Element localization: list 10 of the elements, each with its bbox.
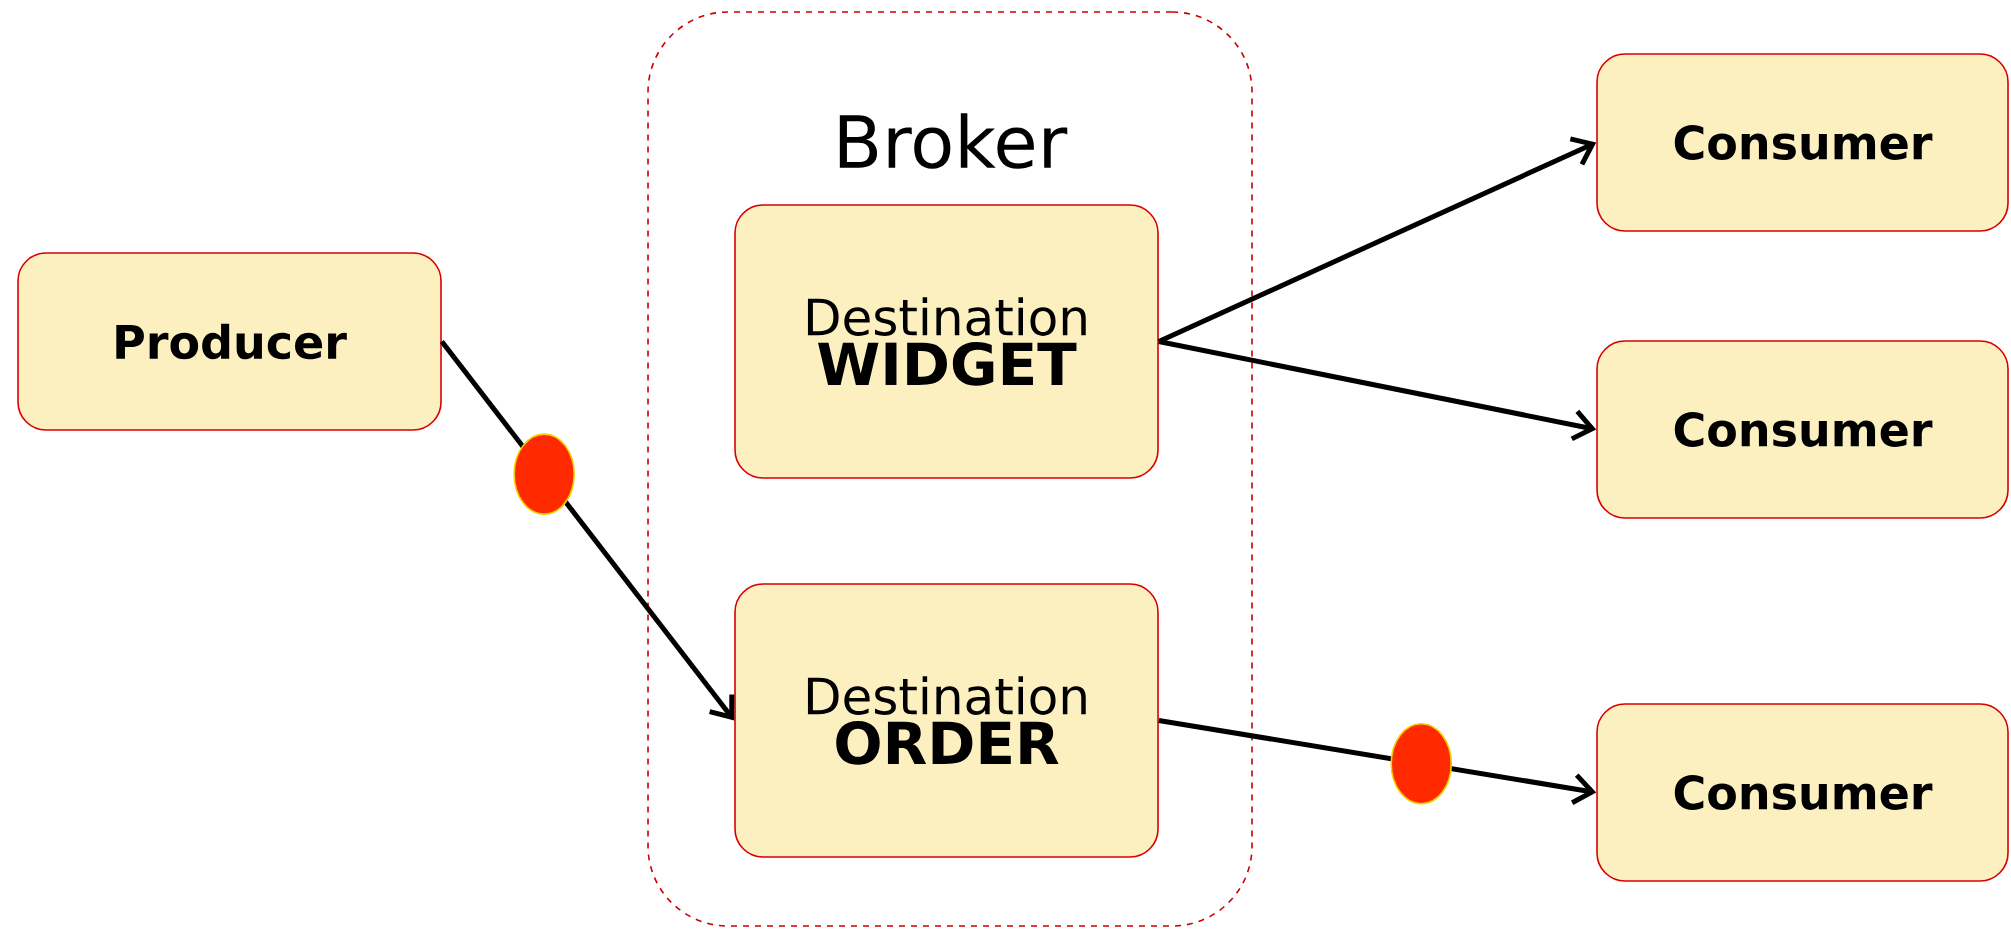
arrow: [439, 339, 735, 721]
process-box: Destination WIDGET: [734, 204, 1159, 479]
arrow: [1157, 136, 1597, 344]
arrow: [1158, 339, 1597, 442]
process-box: Consumer: [1596, 340, 2009, 519]
process-box: Producer: [17, 252, 442, 431]
arrow: [1158, 718, 1597, 805]
process-box: Consumer: [1596, 703, 2009, 882]
process-box: Consumer: [1596, 53, 2009, 232]
process-box: Destination ORDER: [734, 583, 1159, 858]
